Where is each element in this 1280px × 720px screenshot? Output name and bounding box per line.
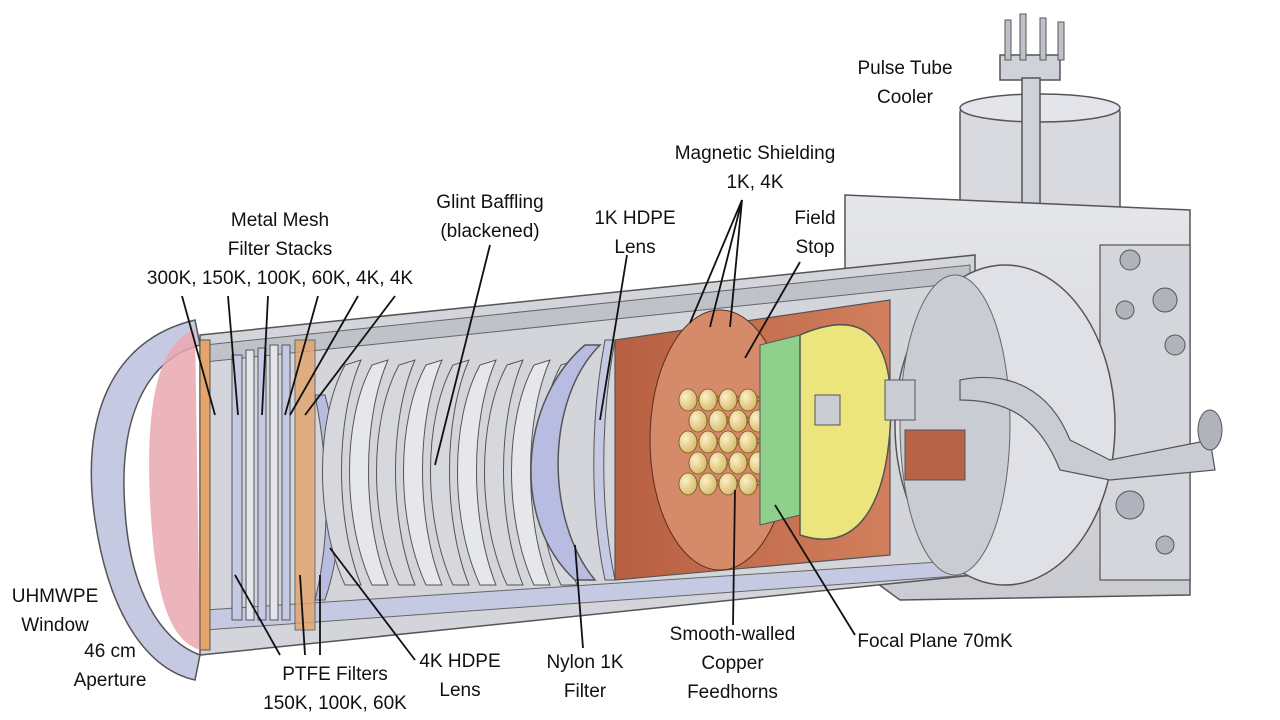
feedhorn-aperture: [678, 388, 698, 412]
feedhorn-aperture: [708, 451, 728, 475]
feedhorn-aperture: [688, 409, 708, 433]
label-focal-plane: Focal Plane 70mK: [857, 631, 1013, 652]
feedhorn-aperture: [718, 472, 738, 496]
feedhorn-aperture: [698, 472, 718, 496]
pulse-tube-cooler: [959, 13, 1121, 319]
leader-lines: [181, 199, 856, 661]
feedhorn-aperture: [718, 430, 738, 454]
feedhorn-aperture: [678, 472, 698, 496]
feedhorn-aperture: [718, 388, 738, 412]
feedhorn-aperture: [738, 430, 758, 454]
feedhorn-aperture: [678, 430, 698, 454]
baffle-ring: [484, 359, 524, 586]
baffle-ring: [403, 359, 443, 586]
feedhorn-aperture: [738, 388, 758, 412]
baffle-ring: [511, 359, 551, 586]
feedhorn-array: [678, 388, 789, 496]
feedhorn-aperture: [698, 430, 718, 454]
focal-plane: [759, 323, 966, 540]
feedhorn-aperture: [728, 451, 748, 475]
feedhorn-aperture: [728, 409, 748, 433]
baffle-ring: [376, 359, 416, 586]
window-flange: [90, 319, 201, 681]
lens-1k: [530, 339, 616, 581]
label-glint-baffling: Glint Baffling(blackened): [436, 192, 544, 242]
feedhorn-aperture: [698, 388, 718, 412]
baffle-ring: [430, 359, 470, 586]
feedhorn-aperture: [738, 472, 758, 496]
feedhorn-aperture: [688, 451, 708, 475]
baffle-ring: [349, 359, 389, 586]
side-pipe: [959, 376, 1223, 481]
baffle-ring: [322, 359, 362, 586]
feedhorn-aperture: [708, 409, 728, 433]
baffle-ring: [457, 359, 497, 586]
